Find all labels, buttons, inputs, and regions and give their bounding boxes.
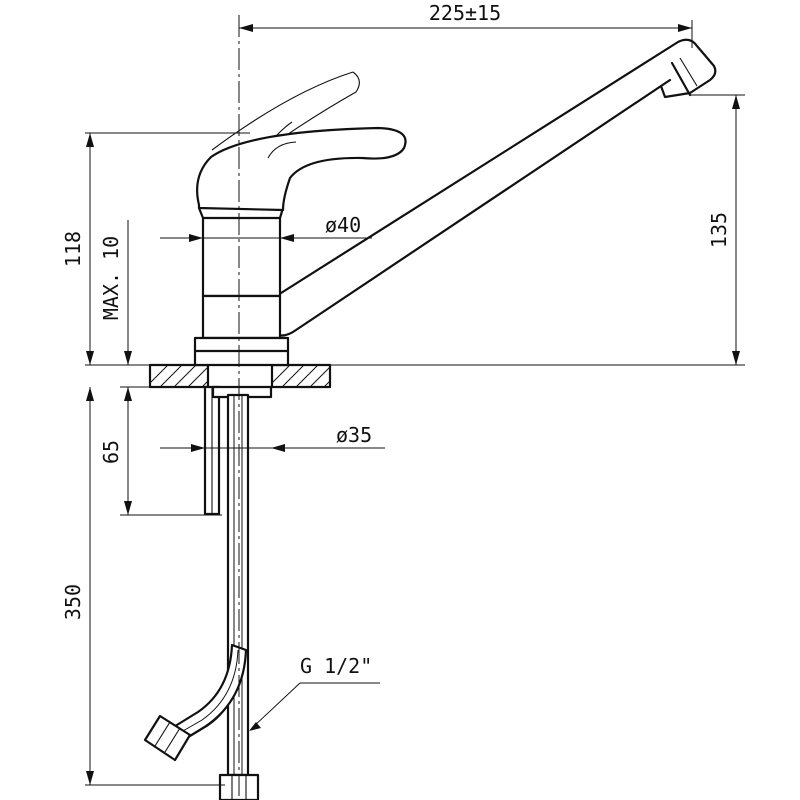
dim-max-countertop-label: MAX. 10	[99, 236, 123, 320]
dim-shank-diameter-label: ø35	[336, 423, 372, 447]
faucet-body	[193, 204, 290, 367]
dim-body-diameter-label: ø40	[325, 213, 361, 237]
dim-body-height-label: 118	[61, 231, 85, 267]
lever-handle	[196, 71, 407, 212]
dim-spout-height: 135	[85, 94, 745, 366]
thread-callout: G 1/2"	[249, 654, 380, 731]
dim-hose-length-label: 350	[61, 584, 85, 620]
dim-overall-length: 225±15	[239, 1, 693, 48]
aerator-ring	[670, 61, 692, 97]
aerator-detail	[679, 57, 698, 87]
dim-overall-length-label: 225±15	[429, 1, 501, 25]
dim-shank-length: 65	[99, 440, 222, 516]
mounting-shank	[203, 385, 273, 516]
dim-hose-length: 350	[61, 387, 225, 786]
dim-body-diameter: ø40	[160, 213, 372, 242]
hose-nut-angled	[143, 714, 192, 762]
thread-callout-label: G 1/2"	[300, 654, 372, 678]
dim-spout-height-label: 135	[707, 212, 731, 248]
supply-hoses	[168, 393, 250, 777]
dim-body-height: 118	[61, 132, 250, 365]
spout	[266, 38, 717, 337]
dim-shank-length-label: 65	[99, 440, 123, 464]
dim-max-countertop: MAX. 10	[99, 220, 208, 515]
countertop-section-right	[270, 363, 332, 389]
dim-shank-diameter: ø35	[160, 423, 385, 452]
countertop-section-left	[148, 363, 210, 389]
